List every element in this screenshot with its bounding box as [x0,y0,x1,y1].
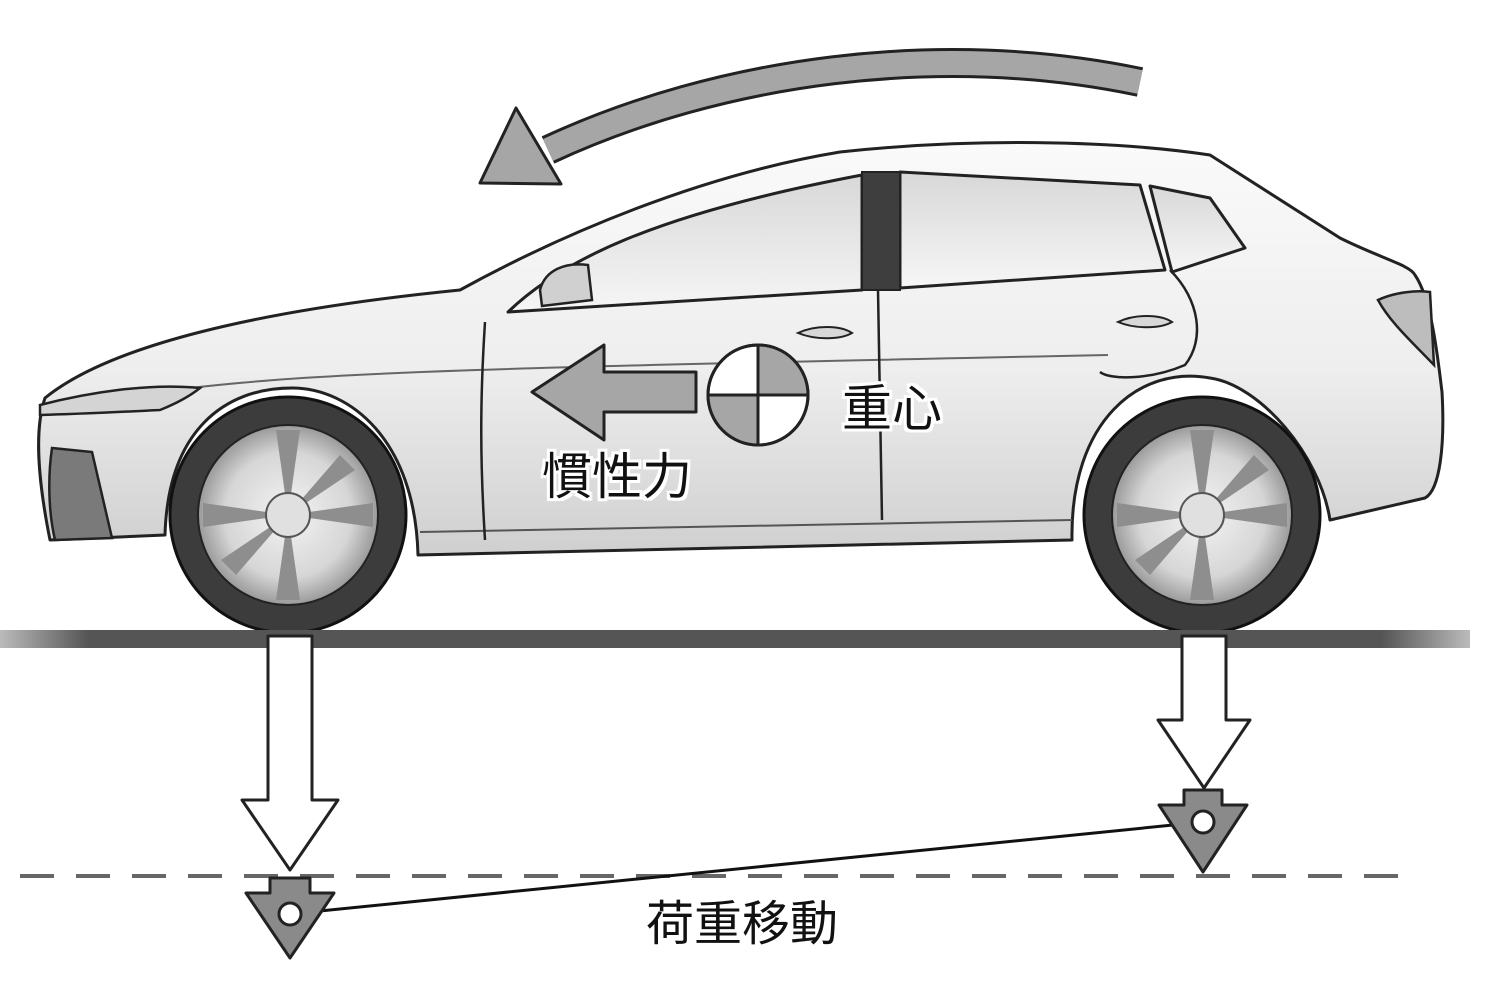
front-wheel [168,395,408,635]
center-of-gravity-label: 重心 [842,380,942,438]
inertial-force-arrow [530,343,698,442]
center-of-gravity-symbol [706,343,810,447]
rear-load-arrow [1156,634,1252,790]
rear-load-marker [1157,788,1249,874]
car-windows [506,170,1247,314]
front-load-arrow [240,634,340,872]
pitch-rotation-arrow [478,48,1144,186]
inertial-force-label: 慣性力 [542,448,692,506]
ground-line [0,630,1470,648]
front-load-marker [244,876,336,960]
rear-wheel [1082,395,1322,635]
car-doors [480,269,1199,541]
load-transfer-line [289,820,1204,916]
load-transfer-label: 荷重移動 [646,896,839,952]
